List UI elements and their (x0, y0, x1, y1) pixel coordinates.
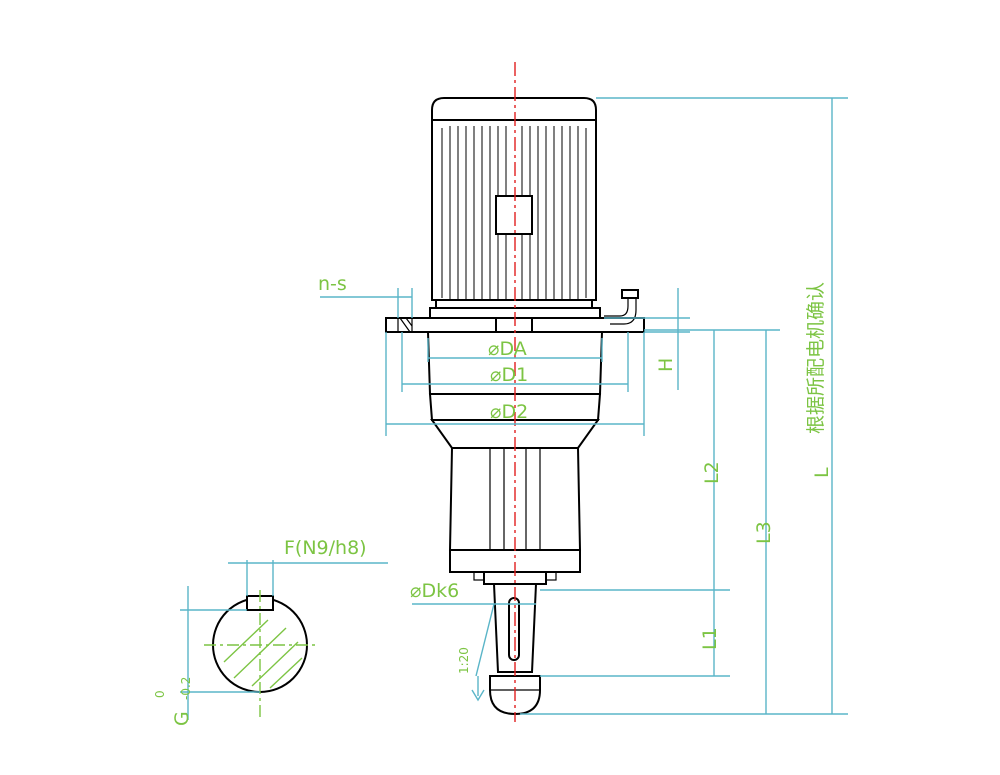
label-d1: ⌀D1 (490, 364, 528, 386)
label-l1: L1 (699, 627, 721, 650)
label-key-width: F(N9/h8) (284, 537, 367, 559)
keyway-section (180, 560, 388, 720)
label-key-depth: G (171, 711, 193, 726)
label-motor-note: 根据所配电机确认 (805, 282, 827, 434)
motor-cooling-fins (441, 126, 587, 299)
label-da: ⌀DA (488, 338, 527, 360)
label-n-s: n-s (318, 273, 347, 295)
label-dk6: ⌀Dk6 (410, 580, 459, 602)
label-l3: L3 (753, 521, 775, 544)
label-taper: 1:20 (457, 647, 471, 674)
label-tol-lower: -0.2 (179, 677, 193, 700)
terminal-box (495, 195, 533, 235)
label-tol-upper: 0 (153, 690, 167, 698)
labels: n-s ⌀DA ⌀D1 ⌀D2 H L2 L3 L1 L 根据所配电机确认 ⌀D… (153, 273, 833, 726)
output-shaft (489, 583, 541, 716)
label-d2: ⌀D2 (490, 401, 528, 423)
label-l: L (811, 467, 833, 478)
label-h: H (655, 358, 677, 372)
label-l2: L2 (701, 461, 723, 484)
dimension-lines (320, 97, 848, 715)
motor (431, 97, 597, 309)
